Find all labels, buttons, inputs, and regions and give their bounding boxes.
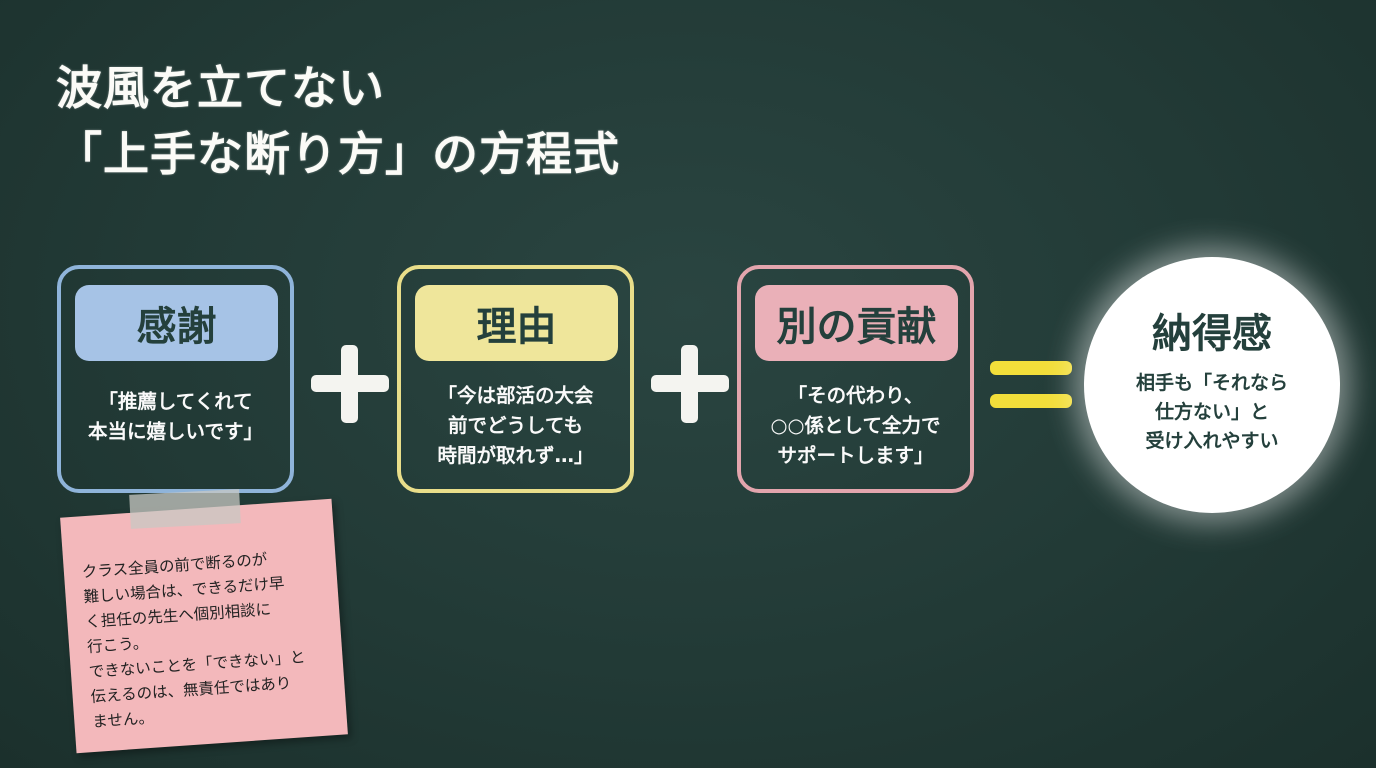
sticky-note: クラス全員の前で断るのが 難しい場合は、できるだけ早 く担任の先生へ個別相談に … [60,498,348,754]
title-line-2: 「上手な断り方」の方程式 [56,127,620,181]
result-circle: 納得感 相手も「それなら 仕方ない」と 受け入れやすい [1084,257,1340,513]
result-body: 相手も「それなら 仕方ない」と 受け入れやすい [1135,372,1288,452]
title-line-1: 波風を立てない [56,61,385,115]
term-box-gratitude: 感謝 「推薦してくれて 本当に嬉しいです」 [57,265,294,493]
term-box-contribution: 別の貢献 「その代わり、 ○○係として全力で サポートします」 [737,265,974,493]
term-label: 理由 [415,285,618,361]
equals-icon-bottom [990,394,1072,408]
term-box-reason: 理由 「今は部活の大会 前でどうしても 時間が取れず…」 [397,265,634,493]
plus-icon [651,345,729,423]
term-body: 「今は部活の大会 前でどうしても 時間が取れず…」 [437,384,594,467]
term-label: 感謝 [75,285,278,361]
equals-icon-top [990,361,1072,375]
term-label: 別の貢献 [755,285,958,361]
tape [129,489,241,529]
term-body: 「推薦してくれて 本当に嬉しいです」 [88,390,263,443]
plus-icon [311,345,389,423]
term-body: 「その代わり、 ○○係として全力で サポートします」 [770,384,941,467]
result-label: 納得感 [1152,311,1272,357]
